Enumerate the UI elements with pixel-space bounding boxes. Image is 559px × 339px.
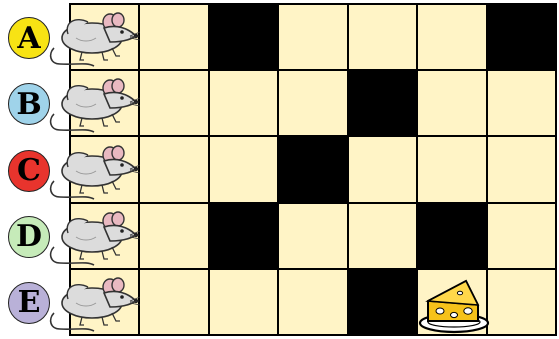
- row-label-d: D: [8, 216, 50, 258]
- row-label-b: B: [8, 83, 50, 125]
- maze-floor-cell[interactable]: [349, 204, 416, 268]
- maze-floor-cell[interactable]: [140, 71, 207, 135]
- mouse-icon[interactable]: [46, 74, 140, 134]
- maze-floor-cell[interactable]: [488, 137, 555, 201]
- maze-floor-cell[interactable]: [279, 71, 346, 135]
- maze-floor-cell[interactable]: [210, 270, 277, 334]
- maze-floor-cell[interactable]: [488, 71, 555, 135]
- maze-floor-cell[interactable]: [140, 270, 207, 334]
- maze-floor-cell[interactable]: [349, 137, 416, 201]
- maze-floor-cell[interactable]: [488, 270, 555, 334]
- maze-floor-cell[interactable]: [279, 204, 346, 268]
- row-label-a: A: [8, 17, 50, 59]
- maze-wall-cell[interactable]: [349, 71, 416, 135]
- maze-floor-cell[interactable]: [488, 204, 555, 268]
- mouse-icon[interactable]: [46, 273, 140, 333]
- mouse-icon[interactable]: [46, 8, 140, 68]
- maze-wall-cell[interactable]: [349, 270, 416, 334]
- maze-floor-cell[interactable]: [279, 5, 346, 69]
- cheese-icon: [416, 275, 492, 335]
- maze-floor-cell[interactable]: [210, 137, 277, 201]
- row-label-e: E: [8, 282, 50, 324]
- mouse-icon[interactable]: [46, 207, 140, 267]
- maze-floor-cell[interactable]: [210, 71, 277, 135]
- maze-wall-cell[interactable]: [279, 137, 346, 201]
- maze-floor-cell[interactable]: [279, 270, 346, 334]
- maze-floor-cell[interactable]: [140, 204, 207, 268]
- maze-floor-cell[interactable]: [140, 5, 207, 69]
- maze-floor-cell[interactable]: [418, 71, 485, 135]
- maze-wall-cell[interactable]: [210, 5, 277, 69]
- mouse-icon[interactable]: [46, 141, 140, 201]
- maze-floor-cell[interactable]: [418, 137, 485, 201]
- maze-floor-cell[interactable]: [418, 5, 485, 69]
- row-label-c: C: [8, 150, 50, 192]
- maze-wall-cell[interactable]: [488, 5, 555, 69]
- maze-floor-cell[interactable]: [349, 5, 416, 69]
- maze-wall-cell[interactable]: [210, 204, 277, 268]
- maze-wall-cell[interactable]: [418, 204, 485, 268]
- maze-floor-cell[interactable]: [140, 137, 207, 201]
